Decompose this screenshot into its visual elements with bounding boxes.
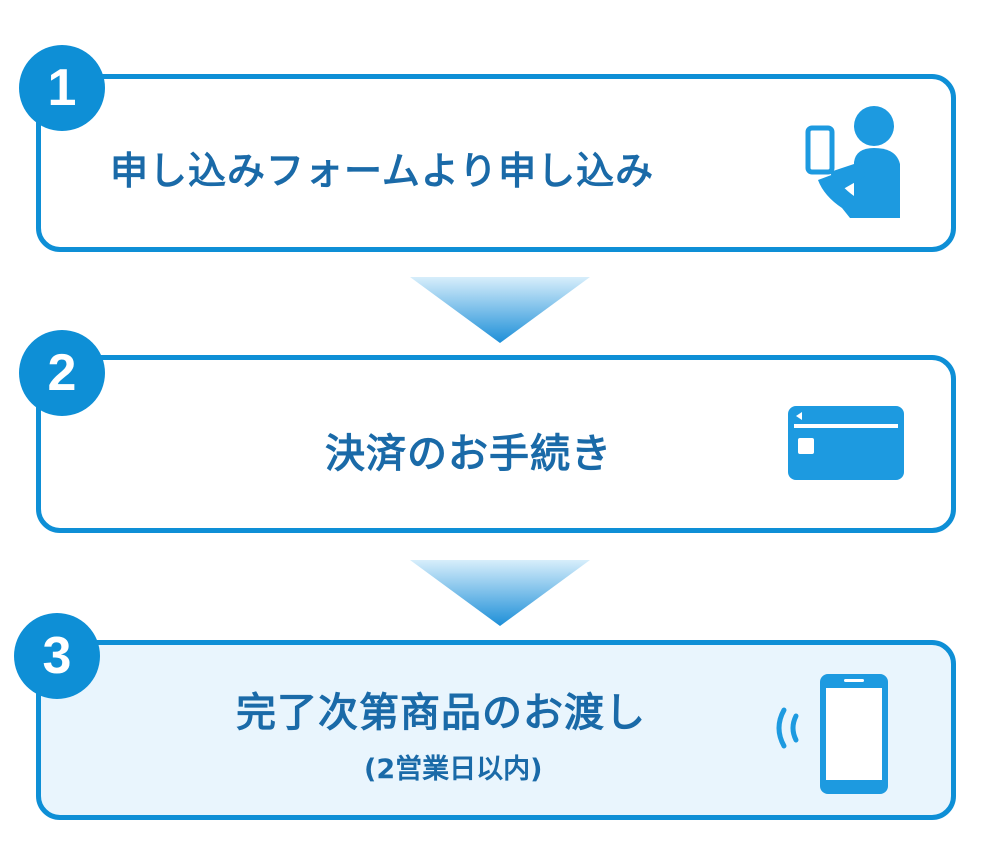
smartphone-signal-icon — [776, 674, 888, 794]
credit-card-icon — [788, 406, 904, 480]
step-2-number: 2 — [19, 330, 105, 416]
step-3-box — [36, 640, 956, 820]
step-3-number: 3 — [14, 613, 100, 699]
step-1-label: 申し込みフォームより申し込み — [110, 149, 655, 193]
step-1-number: 1 — [19, 45, 105, 131]
step-3-sub-label: (2営業日以内) — [364, 754, 543, 785]
step-2-label: 決済のお手続き — [325, 431, 612, 477]
arrow-down-2 — [410, 560, 590, 626]
step-3-label: 完了次第商品のお渡し — [236, 690, 646, 736]
step-1-box — [36, 74, 956, 252]
arrow-down-1 — [410, 277, 590, 343]
person-smartphone-icon — [805, 106, 900, 218]
